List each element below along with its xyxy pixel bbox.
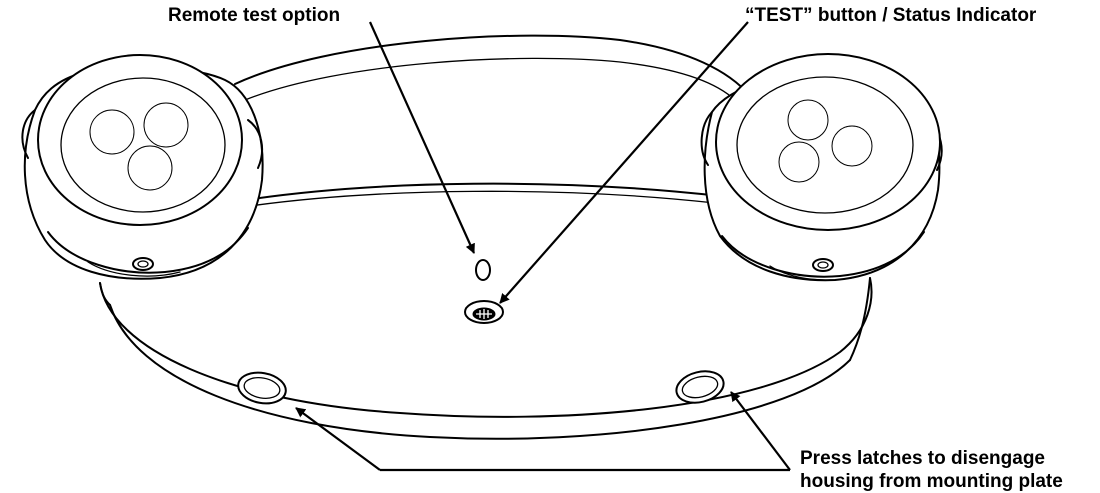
latch-pointer-left (295, 407, 381, 471)
left-lamp-led-2 (143, 102, 189, 148)
left-lamp-led-1 (89, 109, 135, 155)
latches-label-line2: housing from mounting plate (800, 471, 1063, 492)
test-button-label: “TEST” button / Status Indicator (745, 5, 1037, 26)
right-lamp-led-2 (831, 125, 873, 167)
latch-pointer-right (730, 391, 791, 471)
remote-test-label: Remote test option (168, 5, 340, 26)
remote-test-pointer (368, 21, 476, 254)
left-lamp-head (21, 54, 264, 280)
test-button-pointer (499, 21, 749, 304)
latches-label-line1: Press latches to disengage (800, 448, 1045, 469)
right-latch (675, 370, 725, 404)
left-latch (237, 371, 287, 405)
callout-pointers (295, 21, 791, 472)
remote-test-port (475, 259, 491, 281)
left-hinge-screw (132, 257, 154, 271)
right-lamp-head (700, 53, 943, 282)
test-button (464, 300, 504, 324)
right-lamp-led-1 (787, 99, 829, 141)
housing-body (99, 34, 873, 440)
left-lamp-led-3 (127, 145, 173, 191)
right-hinge-screw (812, 258, 834, 272)
right-lamp-led-3 (778, 141, 820, 183)
